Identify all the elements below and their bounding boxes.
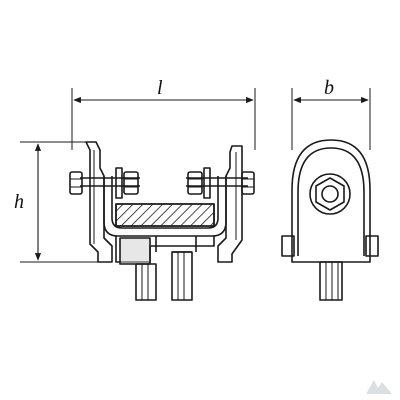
dimension-length: l: [71, 77, 256, 150]
watermark-logo-icon: [366, 380, 392, 394]
side-view: b: [281, 77, 379, 301]
side-tabs: [281, 235, 379, 257]
front-studs: [135, 251, 193, 301]
side-stud: [319, 261, 343, 301]
lower-clamp-body: [115, 236, 215, 265]
left-bracket: [85, 141, 113, 263]
right-bracket: [217, 145, 243, 263]
dimension-width: b: [291, 77, 371, 150]
dimension-label-l: l: [157, 77, 163, 99]
side-hex-nut: [309, 173, 351, 215]
dimension-height: h: [14, 141, 112, 263]
dimension-label-b: b: [324, 77, 334, 99]
u-yoke: [103, 176, 227, 237]
left-bolt-assembly: [69, 167, 140, 199]
bus-bar-section: [115, 203, 215, 227]
side-plate: [291, 139, 371, 263]
right-bolt-assembly: [186, 167, 255, 199]
front-view: l h: [14, 77, 256, 301]
dimension-label-h: h: [14, 191, 24, 213]
